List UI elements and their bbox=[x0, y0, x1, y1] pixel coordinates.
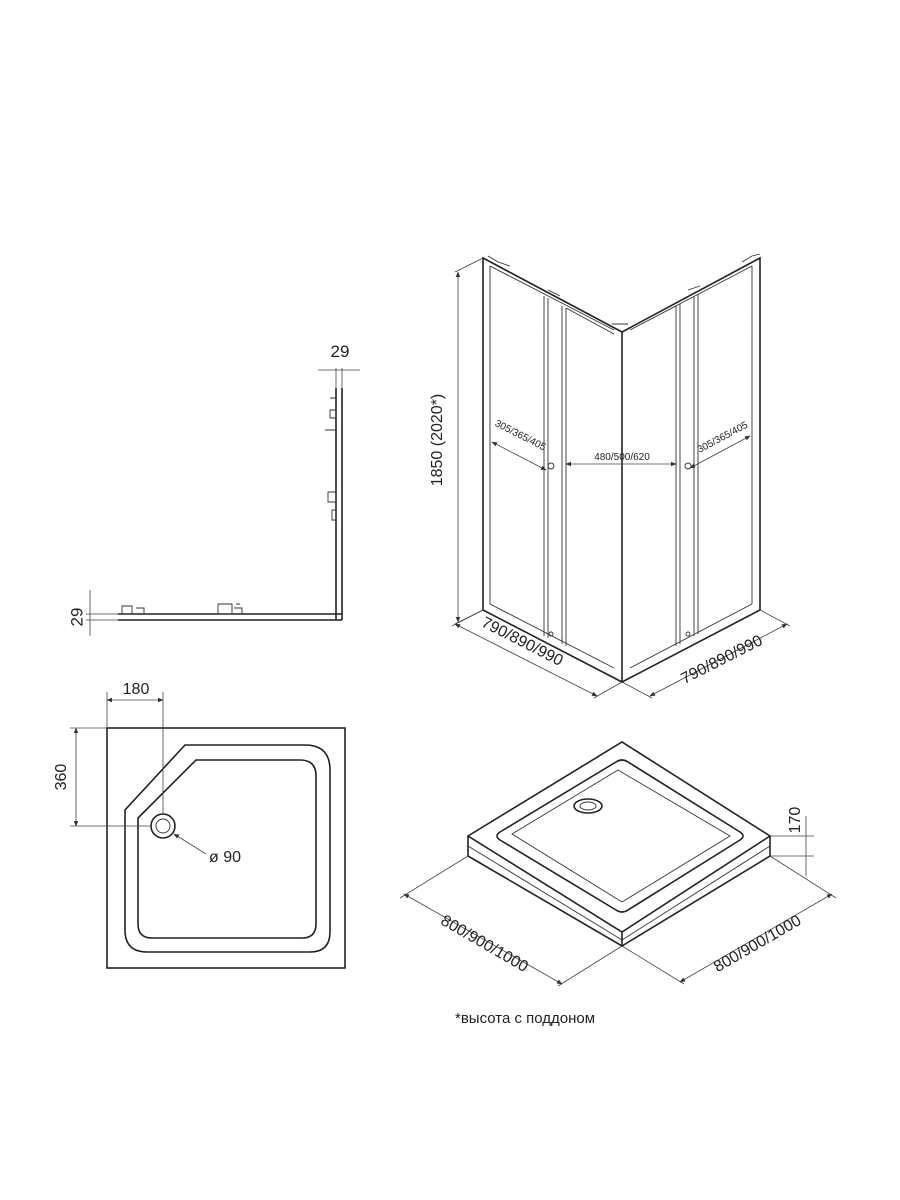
dim-170-label: 170 bbox=[787, 807, 804, 834]
tray-basin-inner bbox=[511, 769, 731, 903]
iso-right-ext-a bbox=[621, 945, 685, 985]
iso-left-ext-b bbox=[557, 945, 623, 987]
dim-label-left-29: 29 bbox=[67, 608, 86, 627]
iso-right-dim-line bbox=[679, 893, 833, 983]
perspective-view: 1850 (2020*) 305/365/405 480/500/620 305… bbox=[429, 253, 791, 699]
tray-iso-view: 170 800/900/1000 800/900/1000 bbox=[399, 741, 837, 987]
iso-right-ext-b bbox=[769, 855, 837, 899]
tray-iso-drain-inner bbox=[579, 801, 597, 811]
iso-left-dim-line bbox=[403, 893, 563, 985]
tray-outer bbox=[106, 727, 346, 969]
tray-front-right-face bbox=[621, 836, 771, 947]
tray-rim-outer bbox=[124, 744, 331, 953]
drain-leader bbox=[173, 833, 207, 855]
left-width-ext-b bbox=[593, 681, 623, 699]
iso-left-ext-a bbox=[399, 855, 469, 899]
tray-base-lines bbox=[467, 845, 771, 941]
right-width-ext-b bbox=[759, 609, 791, 627]
left-wall-inner bbox=[489, 265, 615, 669]
right-width-dim-label: 790/890/990 bbox=[678, 632, 765, 688]
right-width-dim-line bbox=[649, 623, 788, 697]
door-dim-label: 480/500/620 bbox=[594, 452, 650, 463]
vertical-hardware bbox=[325, 397, 337, 521]
tray-rim-inner bbox=[137, 759, 317, 939]
tray-plan-view: 180 360 ø 90 bbox=[53, 681, 346, 969]
drain-dim-label: ø 90 bbox=[209, 849, 241, 866]
left-width-dim-line bbox=[454, 623, 598, 697]
height-ext-top bbox=[454, 257, 484, 273]
dim-label-top-29: 29 bbox=[331, 342, 350, 361]
dim-180-label: 180 bbox=[123, 681, 150, 698]
tray-front-left-face bbox=[467, 836, 623, 948]
right-width-ext-a bbox=[621, 681, 653, 699]
right-wall-frame bbox=[621, 256, 761, 683]
left-wall-frame bbox=[482, 256, 623, 684]
iso-left-dim-label: 800/900/1000 bbox=[438, 912, 531, 976]
right-panel-dim-line bbox=[689, 435, 751, 469]
left-door-handle bbox=[547, 462, 555, 470]
left-panel-dim-label: 305/365/405 bbox=[493, 418, 548, 453]
right-bottom-roller bbox=[685, 631, 691, 637]
footnote: *высота с поддоном bbox=[455, 1010, 596, 1027]
top-rails bbox=[487, 253, 761, 325]
iso-right-dim-label: 800/900/1000 bbox=[711, 912, 804, 976]
tray-basin-outer bbox=[496, 759, 744, 913]
vertical-profile bbox=[335, 388, 343, 620]
height-dim-label: 1850 (2020*) bbox=[429, 394, 446, 487]
left-width-ext-a bbox=[451, 609, 484, 627]
side-view: 29 29 bbox=[67, 342, 360, 636]
tray-iso-drain bbox=[573, 798, 603, 814]
horizontal-profile bbox=[118, 613, 342, 621]
dim-360-label: 360 bbox=[53, 764, 70, 791]
drain-inner bbox=[155, 818, 171, 834]
left-width-dim-label: 790/890/990 bbox=[479, 614, 566, 670]
drain-outer bbox=[150, 813, 176, 839]
left-panel-dim-line bbox=[491, 441, 547, 471]
horizontal-hardware bbox=[121, 603, 243, 615]
